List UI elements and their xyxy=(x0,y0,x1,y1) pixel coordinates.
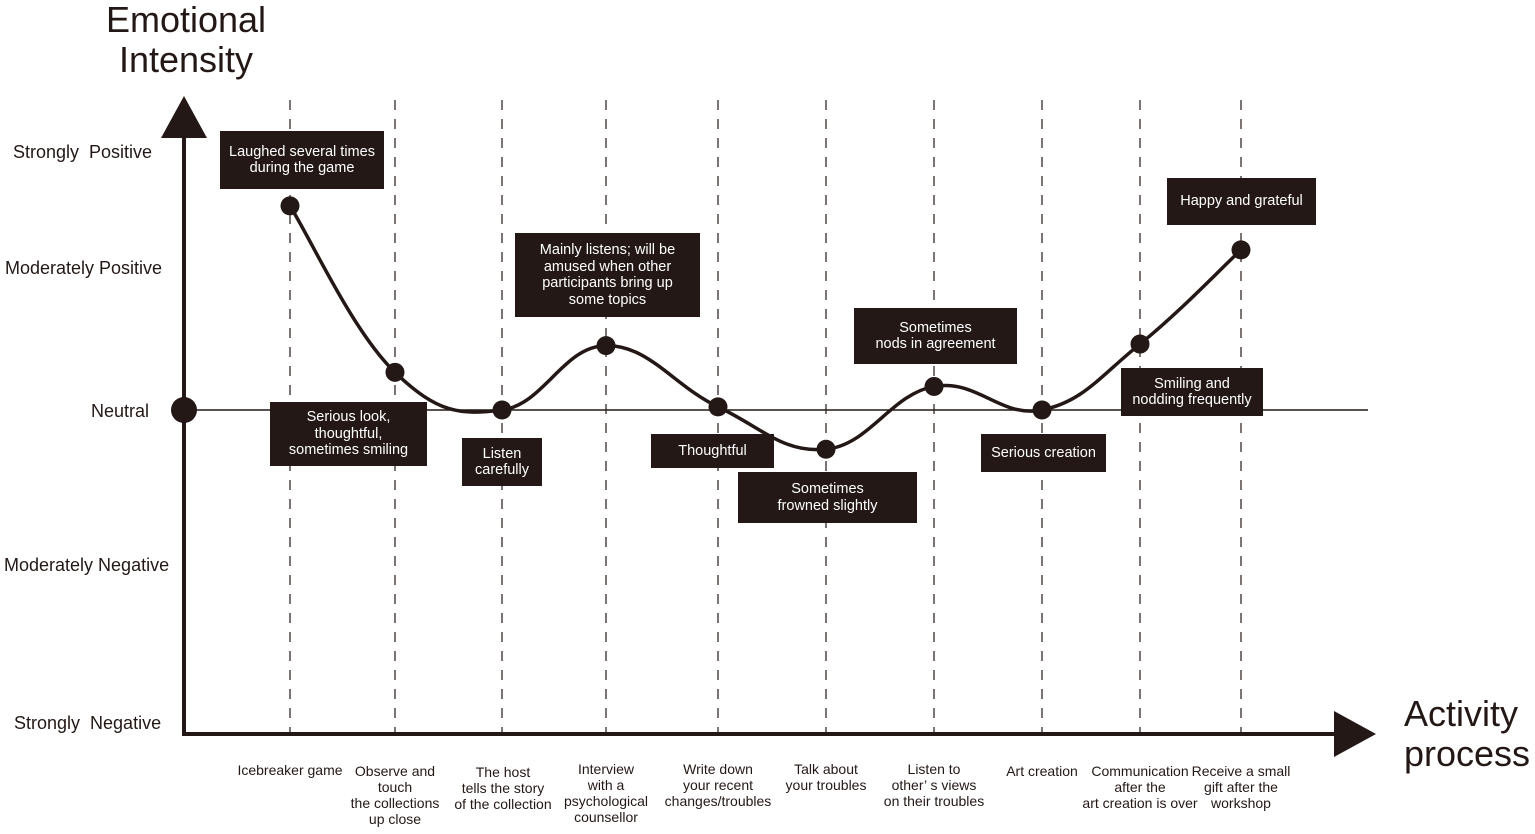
annotation-label-8: Serious creation xyxy=(981,434,1106,472)
origin-point xyxy=(171,397,197,423)
annotation-label-3: Listen carefully xyxy=(462,438,542,486)
data-point-6 xyxy=(816,439,836,459)
y-label-neutral: Neutral xyxy=(91,401,150,421)
x-tick-label-10: Receive a small gift after the workshop xyxy=(1191,763,1291,811)
y-label-moderately-negative: Moderately Negative xyxy=(4,555,170,575)
data-point-8 xyxy=(1032,400,1052,420)
data-point-3 xyxy=(492,400,512,420)
data-point-9 xyxy=(1130,334,1150,354)
annotation-label-4: Mainly listens; will be amused when othe… xyxy=(515,233,700,317)
x-axis-title: Activity process xyxy=(1404,693,1531,774)
x-axis-arrow xyxy=(1334,711,1376,757)
x-tick-label-2: Observe and touch the collections up clo… xyxy=(350,763,440,827)
annotation-label-5: Thoughtful xyxy=(651,434,774,468)
data-point-1 xyxy=(280,196,300,216)
x-tick-label-7: Listen to other’ s views on their troubl… xyxy=(883,761,985,809)
data-point-2 xyxy=(385,362,405,382)
annotation-label-2: Serious look, thoughtful, sometimes smil… xyxy=(270,402,427,466)
y-label-strongly-positive: Strongly Positive xyxy=(13,142,153,162)
x-tick-label-6: Talk about your troubles xyxy=(785,761,867,793)
emotion-curve xyxy=(288,204,1243,452)
y-label-moderately-positive: Moderately Positive xyxy=(5,258,163,278)
data-point-7 xyxy=(924,376,944,396)
annotation-label-9: Smiling and nodding frequently xyxy=(1121,368,1263,416)
y-label-strongly-negative: Strongly Negative xyxy=(14,713,162,733)
x-tick-label-8: Art creation xyxy=(1006,763,1078,779)
data-point-4 xyxy=(596,336,616,356)
data-point-5 xyxy=(708,397,728,417)
grid-lines xyxy=(289,100,1242,734)
x-tick-label-4: Interview with a psychological counsello… xyxy=(563,761,649,825)
annotation-label-7: Sometimes nods in agreement xyxy=(854,308,1017,364)
y-axis-title: Emotional Intensity xyxy=(105,0,267,80)
annotation-label-6: Sometimes frowned slightly xyxy=(738,472,917,523)
y-axis-arrow xyxy=(161,96,207,138)
annotation-label-1: Laughed several times during the game xyxy=(220,131,384,189)
x-tick-label-9: Communication after the art creation is … xyxy=(1082,763,1198,811)
x-tick-label-3: The host tells the story of the collecti… xyxy=(454,764,552,812)
annotation-label-10: Happy and grateful xyxy=(1167,178,1316,225)
data-point-10 xyxy=(1231,240,1251,260)
x-tick-label-1: Icebreaker game xyxy=(237,762,343,778)
x-tick-label-5: Write down your recent changes/troubles xyxy=(664,761,772,809)
